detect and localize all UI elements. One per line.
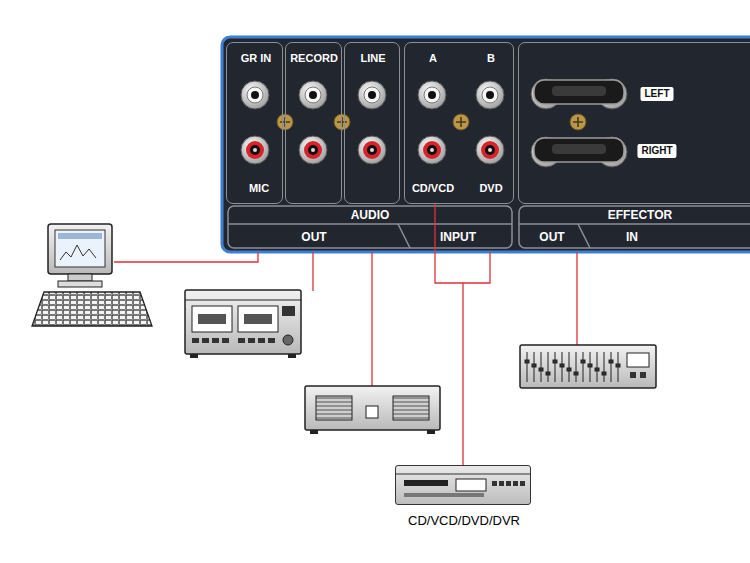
jack-label: A: [429, 53, 437, 64]
computer: [32, 224, 152, 326]
channel-label: RIGHT: [637, 144, 676, 158]
wire: [114, 252, 577, 386]
jack-label: LINE: [360, 53, 385, 64]
panel-label: IN: [626, 231, 638, 243]
panel-label: OUT: [301, 231, 326, 243]
jack-label: RECORD: [290, 53, 338, 64]
screw: [277, 114, 586, 130]
signal-wire: [435, 204, 463, 465]
power-amplifier: [305, 386, 440, 434]
jack-label: GR IN: [241, 53, 272, 64]
loop-plug: [531, 79, 627, 167]
panel-label: OUT: [539, 231, 564, 243]
panel-label: EFFECTOR: [608, 209, 672, 221]
jack-label: MIC: [249, 183, 269, 194]
white-jack: [241, 81, 504, 109]
cassette-deck: [185, 290, 301, 358]
audio-input-section: A B CD/VCD DVD: [404, 42, 514, 204]
panel-label: AUDIO: [351, 209, 390, 221]
panel-label: INPUT: [440, 231, 476, 243]
line-output-section: LINE: [344, 42, 400, 204]
rear-panel: [222, 37, 750, 252]
red-jack: [241, 136, 504, 164]
record-output-section: RECORD: [285, 42, 342, 204]
jack-label: B: [487, 53, 495, 64]
channel-label: LEFT: [641, 87, 674, 101]
player-face: [396, 466, 530, 504]
mic-input-section: GR IN MIC: [226, 42, 283, 204]
effector-section: LEFT RIGHT: [518, 42, 750, 204]
device-caption: CD/VCD/DVD/DVR: [408, 514, 520, 527]
jack-label: DVD: [479, 183, 502, 194]
disc-player: CD/VCD/DVD/DVR: [395, 465, 531, 505]
equalizer: [520, 345, 656, 388]
jack-label: CD/VCD: [412, 183, 454, 194]
